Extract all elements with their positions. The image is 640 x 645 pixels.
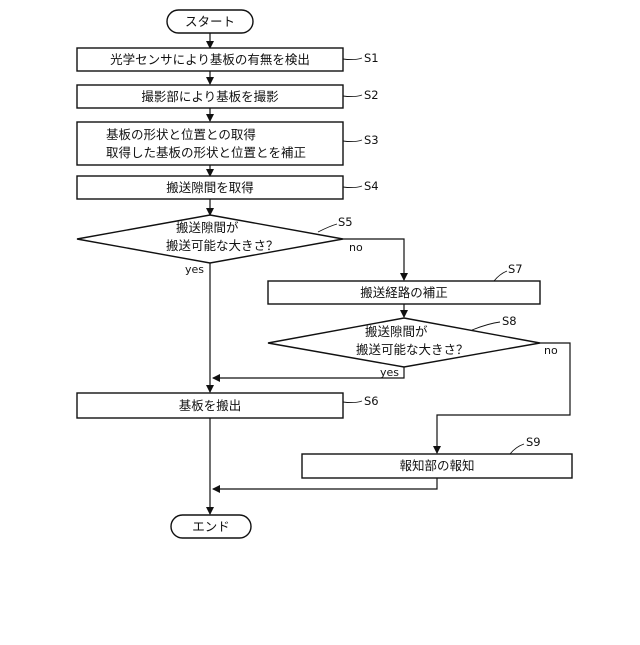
step-s4-id: S4 [364, 179, 379, 193]
step-s2-id: S2 [364, 88, 379, 102]
arrow-s8-yes-merge [213, 367, 404, 378]
step-s1: 光学センサにより基板の有無を検出 S1 [77, 48, 379, 71]
step-s6: 基板を搬出 S6 [77, 393, 379, 418]
step-s6-id: S6 [364, 394, 379, 408]
step-s7-leader [494, 271, 507, 281]
decision-s8: 搬送隙間が 搬送可能な大きさ？ S8 yes no [268, 314, 558, 379]
step-s6-leader [343, 401, 362, 403]
step-s9-id: S9 [526, 435, 541, 449]
arrow-s8-no-s9 [437, 343, 570, 453]
step-s4: 搬送隙間を取得 S4 [77, 176, 379, 199]
step-s1-leader [343, 58, 362, 60]
decision-s8-leader [472, 322, 500, 330]
step-s7-id: S7 [508, 262, 523, 276]
step-s3-id: S3 [364, 133, 379, 147]
step-s4-leader [343, 186, 362, 188]
step-s6-text: 基板を搬出 [179, 398, 242, 413]
decision-s5-text-line2: 搬送可能な大きさ？ [166, 238, 279, 253]
end-label: エンド [192, 519, 230, 534]
step-s2: 撮影部により基板を撮影 S2 [77, 85, 379, 108]
decision-s5-id: S5 [338, 215, 353, 229]
end-terminal: エンド [171, 515, 251, 538]
step-s9-leader [510, 444, 524, 454]
decision-s5-yes-label: yes [185, 263, 204, 276]
step-s1-id: S1 [364, 51, 379, 65]
decision-s8-text-line1: 搬送隙間が [365, 324, 428, 339]
decision-s5-no-label: no [349, 241, 363, 254]
decision-s5: 搬送隙間が 搬送可能な大きさ？ S5 yes no [77, 215, 363, 276]
step-s4-text: 搬送隙間を取得 [166, 180, 254, 195]
decision-s5-text-line1: 搬送隙間が [176, 220, 239, 235]
step-s3: 基板の形状と位置との取得 取得した基板の形状と位置とを補正 S3 [77, 122, 379, 165]
step-s2-leader [343, 95, 362, 97]
start-label: スタート [185, 14, 235, 29]
arrow-s9-merge [213, 478, 437, 489]
decision-s8-text-line2: 搬送可能な大きさ？ [356, 342, 469, 357]
step-s2-text: 撮影部により基板を撮影 [141, 89, 279, 104]
step-s3-text-line2: 取得した基板の形状と位置とを補正 [106, 145, 306, 160]
start-terminal: スタート [167, 10, 253, 33]
decision-s5-leader [318, 224, 337, 232]
step-s7-text: 搬送経路の補正 [360, 285, 448, 300]
step-s3-leader [343, 140, 362, 142]
decision-s8-id: S8 [502, 314, 517, 328]
step-s3-text-line1: 基板の形状と位置との取得 [106, 127, 256, 142]
decision-s8-no-label: no [544, 344, 558, 357]
step-s9-text: 報知部の報知 [399, 458, 474, 473]
step-s1-text: 光学センサにより基板の有無を検出 [110, 52, 310, 67]
decision-s8-yes-label: yes [380, 366, 399, 379]
